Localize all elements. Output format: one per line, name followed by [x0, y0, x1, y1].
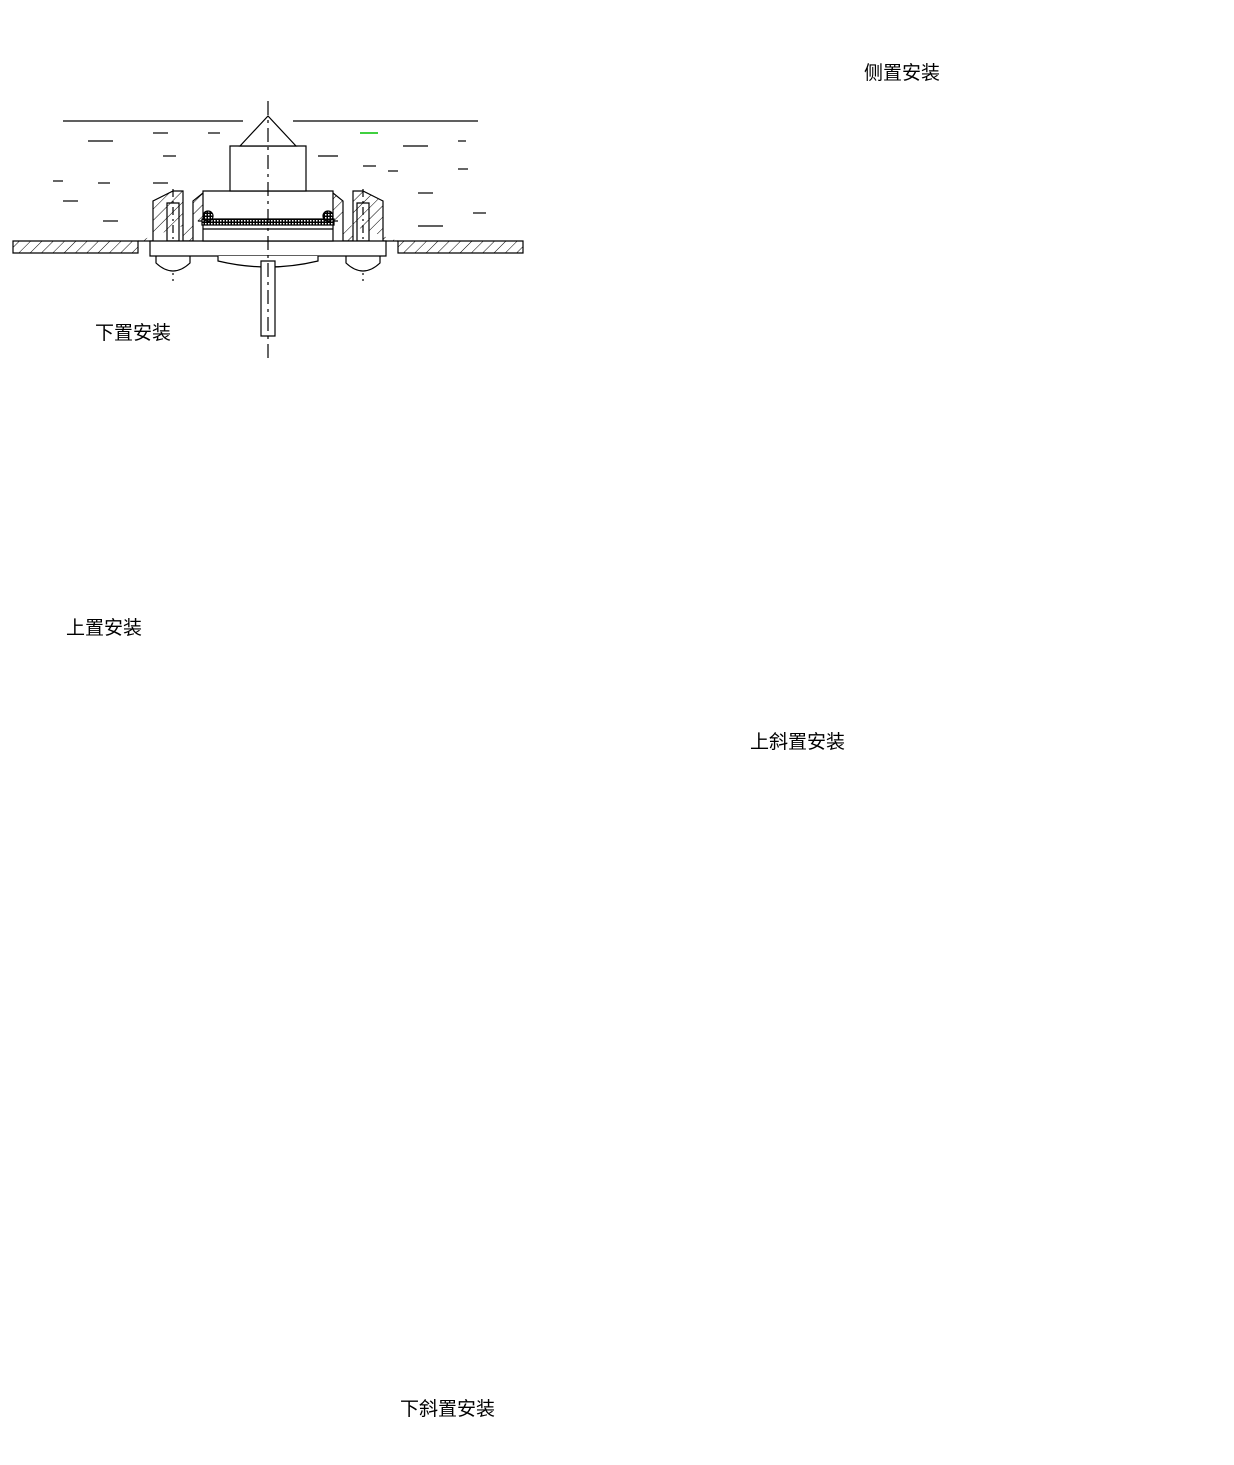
label-top-mount: 上置安装	[66, 617, 143, 639]
bottom-mount-figure	[12, 100, 524, 362]
label-upper-oblique-mount: 上斜置安装	[750, 731, 846, 753]
label-lower-oblique-mount: 下斜置安装	[400, 1398, 496, 1420]
label-side-mount: 侧置安装	[864, 62, 941, 84]
liquid-hatch-marks	[53, 133, 486, 226]
label-bottom-mount: 下置安装	[95, 322, 172, 344]
